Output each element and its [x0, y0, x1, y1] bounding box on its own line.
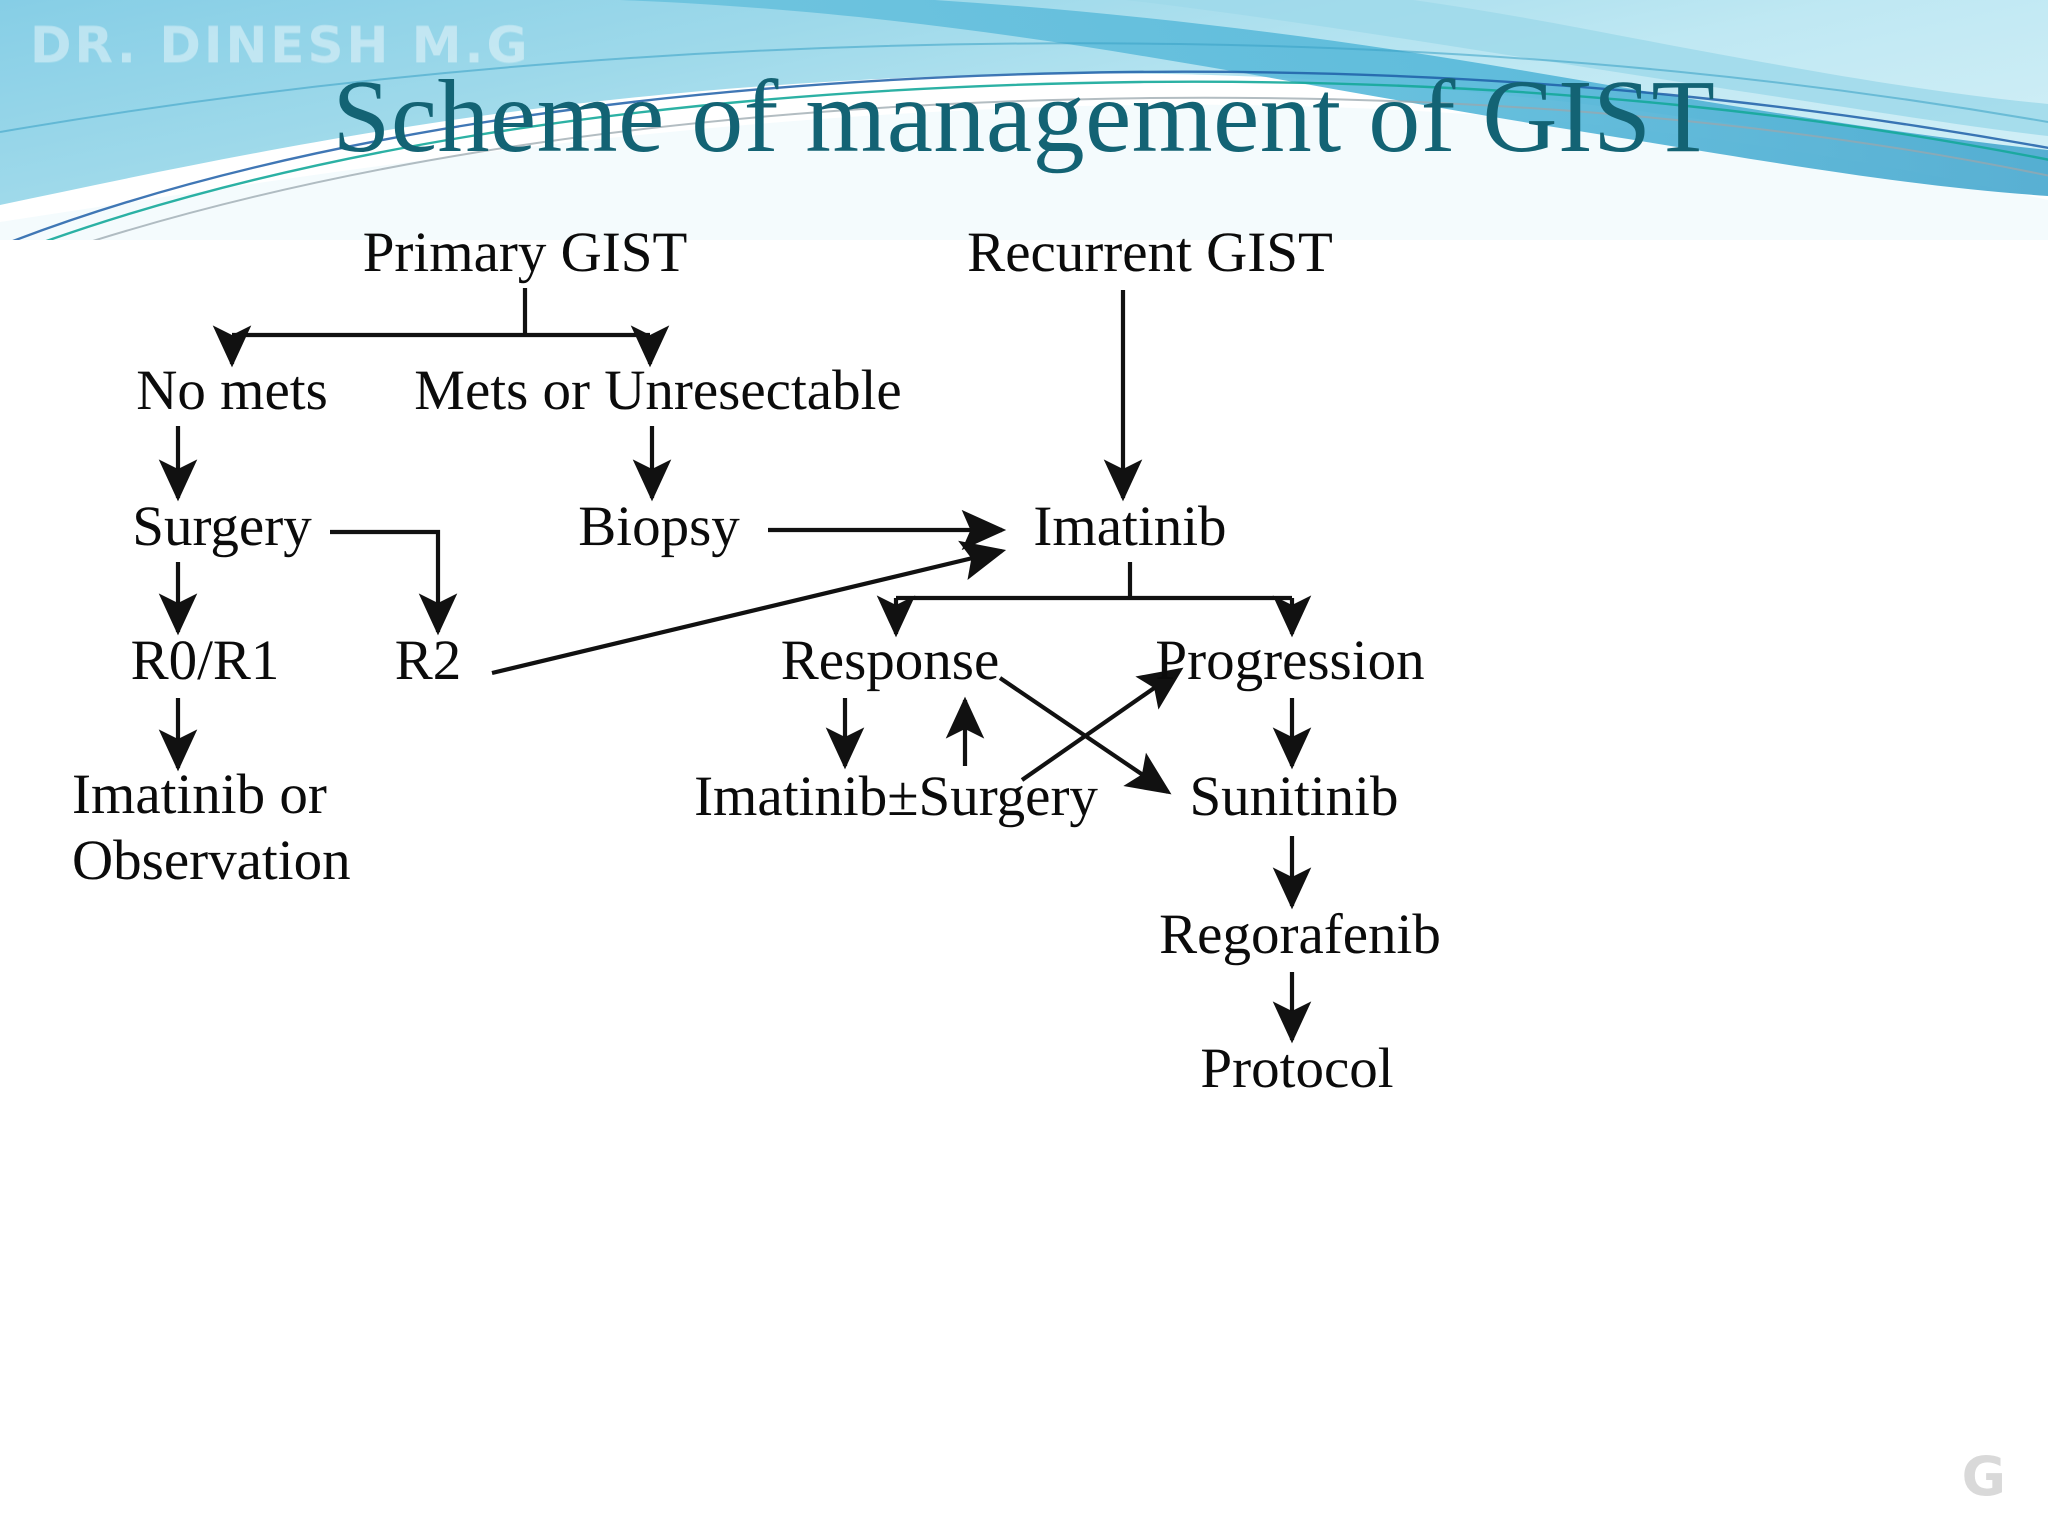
banner-curve-grey: [92, 96, 2048, 240]
banner-pale-wave: [0, 104, 2048, 240]
banner-curve-top: [0, 42, 2048, 133]
page-title: Scheme of management of GIST: [332, 59, 1716, 174]
node-r2[interactable]: R2: [394, 629, 462, 692]
node-mets-or-unresectable[interactable]: Mets or Unresectable: [414, 359, 902, 422]
flowchart-connectors: [158, 288, 1312, 1044]
node-recurrent-gist[interactable]: Recurrent GIST: [967, 221, 1333, 284]
edge-r2-to-imatinib: [491, 540, 1007, 676]
node-imatinib[interactable]: Imatinib: [1033, 495, 1227, 558]
banner-curve-navy: [12, 70, 2048, 240]
flowchart: Primary GIST Recurrent GIST No mets Mets…: [0, 200, 2048, 1536]
node-progression[interactable]: Progression: [1155, 629, 1425, 692]
node-sunitinib[interactable]: Sunitinib: [1189, 765, 1399, 828]
node-no-mets[interactable]: No mets: [136, 359, 328, 422]
node-response[interactable]: Response: [780, 629, 1000, 692]
node-surgery[interactable]: Surgery: [132, 495, 312, 558]
node-biopsy[interactable]: Biopsy: [578, 495, 740, 558]
node-protocol[interactable]: Protocol: [1200, 1037, 1394, 1100]
node-primary-gist[interactable]: Primary GIST: [362, 221, 688, 284]
banner-graphic: [0, 0, 2048, 240]
edge-imatinib-surgery-to-progression: [1020, 667, 1184, 782]
node-regorafenib[interactable]: Regorafenib: [1159, 903, 1441, 966]
node-imatinib-plus-minus-surgery[interactable]: Imatinib±Surgery: [694, 765, 1098, 828]
banner-curve-teal: [45, 80, 2048, 240]
banner-blue-ribbon: [620, 0, 2048, 196]
node-r0-r1[interactable]: R0/R1: [130, 629, 280, 692]
edge-surgery-to-r2: [330, 529, 458, 636]
banner-light-ribbon: [1125, 0, 2048, 136]
edge-response-to-sunitinib: [998, 676, 1172, 795]
